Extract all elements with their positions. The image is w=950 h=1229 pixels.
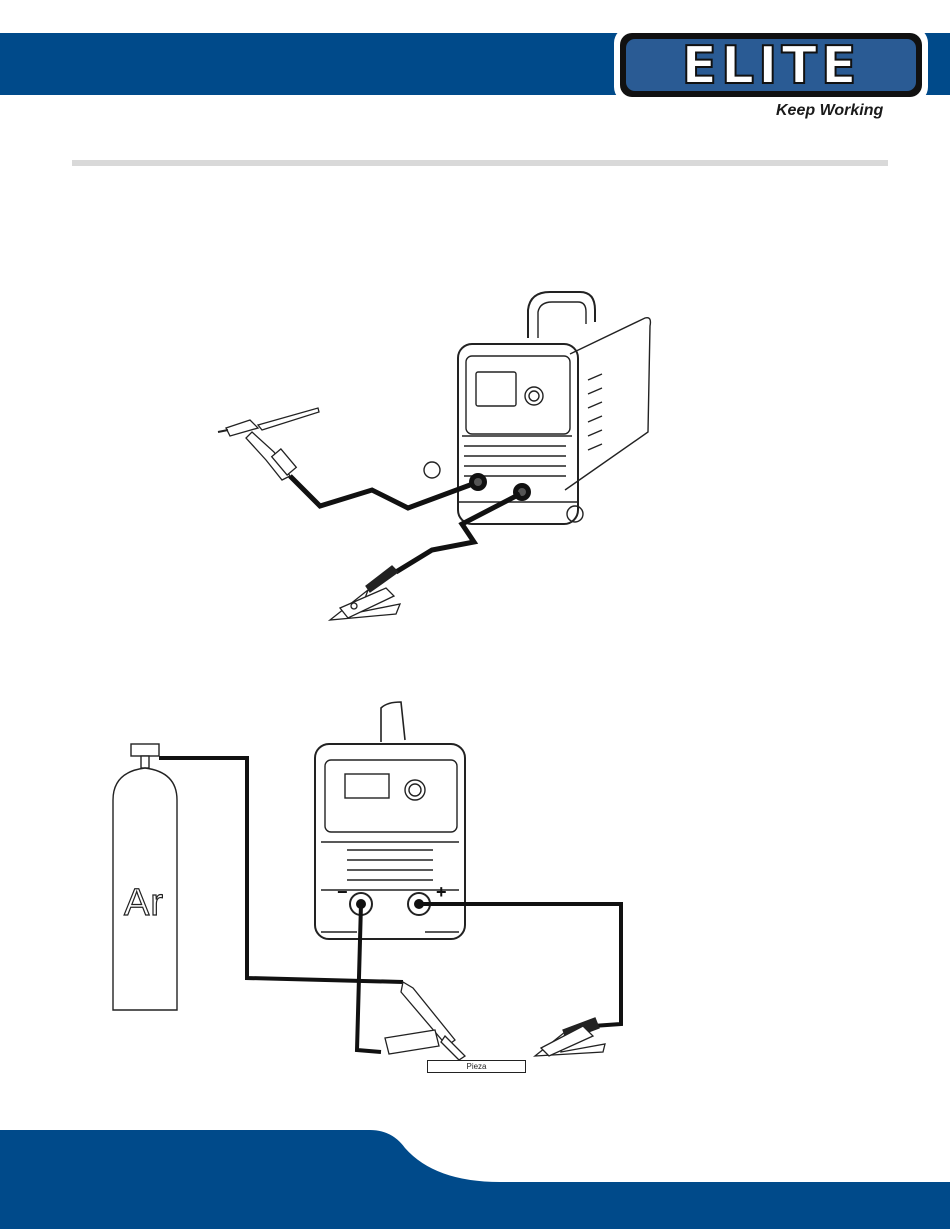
- torch-cable: [357, 904, 381, 1052]
- elite-logo: ELITE: [612, 25, 930, 105]
- tig-torch-icon: [218, 408, 319, 480]
- welder-connection-diagram-top: [200, 280, 670, 640]
- divider-rule: [72, 160, 888, 166]
- svg-text:ELITE: ELITE: [682, 36, 861, 96]
- ground-clamp-icon: [330, 566, 400, 620]
- tagline: Keep Working: [776, 102, 883, 120]
- welder-connection-diagram-bottom: [95, 700, 655, 1085]
- workpiece-label: Pieza: [427, 1060, 526, 1073]
- ground-clamp-icon: [535, 1018, 605, 1056]
- footer-band: [0, 1120, 950, 1229]
- clamp-cable: [419, 904, 621, 1026]
- positive-terminal-label: +: [436, 882, 447, 903]
- gas-cylinder-icon: [113, 744, 177, 1010]
- torch-cable: [290, 476, 470, 508]
- tig-torch-icon: [385, 982, 465, 1060]
- gas-cylinder-label: Ar: [124, 882, 164, 925]
- negative-terminal-label: −: [337, 882, 348, 903]
- socket-negative-icon: [469, 473, 487, 491]
